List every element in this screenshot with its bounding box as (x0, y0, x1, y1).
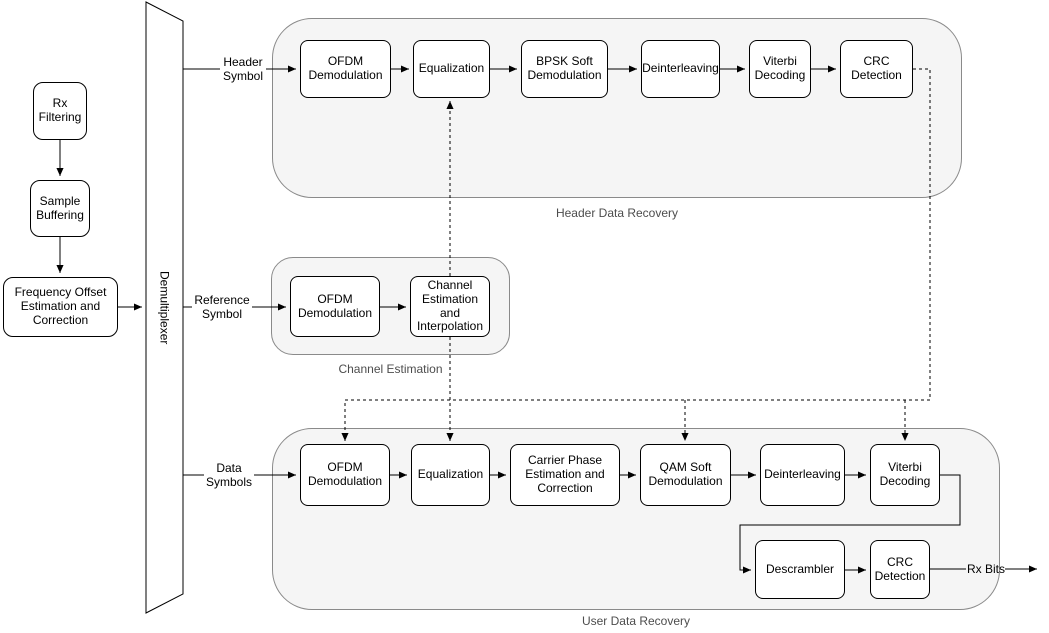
data-symbols-label: Data Symbols (204, 461, 254, 489)
block-ref-ofdm-demodulation: OFDM Demodulation (290, 276, 380, 337)
reference-symbol-label: Reference Symbol (192, 293, 252, 321)
dashed-edges (341, 68, 931, 441)
block-qam-soft-demodulation: QAM Soft Demodulation (640, 444, 731, 506)
block-descrambler: Descrambler (755, 540, 845, 599)
edge-viterbi-to-descrambler (739, 474, 961, 574)
edge-crc-control-bus (341, 68, 931, 441)
block-data-crc-detection: CRC Detection (870, 540, 930, 599)
block-rx-filtering: Rx Filtering (33, 82, 87, 140)
block-data-viterbi-decoding: Viterbi Decoding (870, 444, 940, 506)
block-header-deinterleaving: Deinterleaving (641, 40, 720, 98)
block-header-crc-detection: CRC Detection (840, 40, 913, 98)
header-symbol-label: Header Symbol (220, 55, 266, 83)
channel-estimation-label: Channel Estimation (338, 362, 443, 376)
user-data-recovery-label: User Data Recovery (581, 614, 691, 628)
block-channel-estimation-interpolation: Channel Estimation and Interpolation (410, 276, 490, 337)
demultiplexer-label: Demultiplexer (157, 270, 172, 345)
block-header-viterbi-decoding: Viterbi Decoding (749, 40, 811, 98)
block-carrier-phase-estimation: Carrier Phase Estimation and Correction (510, 444, 620, 506)
demultiplexer-shape (145, 1, 184, 614)
block-header-equalization: Equalization (413, 40, 490, 98)
block-frequency-offset: Frequency Offset Estimation and Correcti… (3, 277, 118, 337)
block-sample-buffering: Sample Buffering (30, 180, 90, 237)
block-data-ofdm-demodulation: OFDM Demodulation (300, 444, 390, 506)
header-data-recovery-label: Header Data Recovery (555, 206, 679, 220)
block-bpsk-soft-demodulation: BPSK Soft Demodulation (521, 40, 608, 98)
rx-bits-label: Rx Bits (966, 562, 1005, 576)
block-data-equalization: Equalization (411, 444, 490, 506)
block-data-deinterleaving: Deinterleaving (760, 444, 845, 506)
block-header-ofdm-demodulation: OFDM Demodulation (300, 40, 391, 98)
